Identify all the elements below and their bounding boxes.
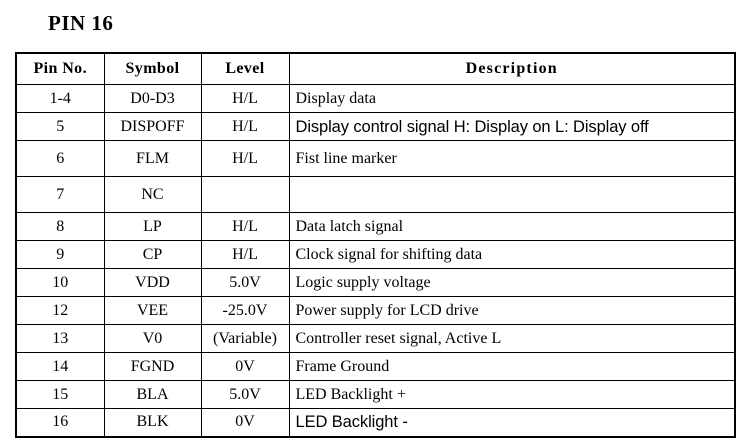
table-row: 8 LP H/L Data latch signal [15,212,736,241]
cell-description: Display control signal H: Display on L: … [288,112,736,141]
cell-symbol: NC [103,176,202,213]
table-row: 14 FGND 0V Frame Ground [15,352,736,381]
cell-description: LED Backlight + [288,380,736,409]
cell-pin-no: 5 [15,112,105,141]
pin-table-container: Pin No. Symbol Level Description 1-4 D0-… [15,52,736,438]
cell-level: H/L [200,112,290,141]
cell-pin-no: 1-4 [15,84,105,113]
cell-symbol: LP [103,212,202,241]
cell-level [200,176,290,213]
cell-symbol: BLK [103,408,202,437]
column-header-description: Description [288,52,736,85]
cell-description: Display data [288,84,736,113]
cell-pin-no: 15 [15,380,105,409]
cell-level: H/L [200,140,290,177]
cell-description: LED Backlight - [288,408,736,437]
cell-symbol: BLA [103,380,202,409]
cell-symbol: VDD [103,268,202,297]
cell-description [288,176,736,213]
table-row: 10 VDD 5.0V Logic supply voltage [15,268,736,297]
table-row: 9 CP H/L Clock signal for shifting data [15,240,736,269]
cell-level: (Variable) [200,324,290,353]
table-row: 7 NC [15,176,736,213]
cell-symbol: VEE [103,296,202,325]
cell-level: 5.0V [200,380,290,409]
cell-description: Power supply for LCD drive [288,296,736,325]
cell-pin-no: 9 [15,240,105,269]
cell-level: 0V [200,408,290,437]
column-header-symbol: Symbol [103,52,202,85]
cell-symbol: FGND [103,352,202,381]
table-header-row: Pin No. Symbol Level Description [15,52,736,85]
cell-pin-no: 12 [15,296,105,325]
cell-description: Fist line marker [288,140,736,177]
cell-pin-no: 7 [15,176,105,213]
cell-pin-no: 13 [15,324,105,353]
table-body: 1-4 D0-D3 H/L Display data 5 DISPOFF H/L… [15,84,736,437]
page-title: PIN 16 [48,11,114,35]
cell-symbol: DISPOFF [103,112,202,141]
cell-level: 0V [200,352,290,381]
cell-description: Clock signal for shifting data [288,240,736,269]
table-header: Pin No. Symbol Level Description [15,52,736,85]
table-row: 6 FLM H/L Fist line marker [15,140,736,177]
column-header-level: Level [200,52,290,85]
cell-pin-no: 6 [15,140,105,177]
cell-symbol: CP [103,240,202,269]
table-row: 16 BLK 0V LED Backlight - [15,408,736,437]
cell-symbol: V0 [103,324,202,353]
cell-description: Logic supply voltage [288,268,736,297]
cell-symbol: D0-D3 [103,84,202,113]
cell-description: Controller reset signal, Active L [288,324,736,353]
column-header-pin-no: Pin No. [15,52,105,85]
cell-pin-no: 10 [15,268,105,297]
table-row: 12 VEE -25.0V Power supply for LCD drive [15,296,736,325]
cell-level: H/L [200,84,290,113]
cell-level: H/L [200,240,290,269]
cell-symbol: FLM [103,140,202,177]
pin-assignment-table: Pin No. Symbol Level Description 1-4 D0-… [15,52,736,438]
cell-description: Frame Ground [288,352,736,381]
table-row: 13 V0 (Variable) Controller reset signal… [15,324,736,353]
cell-description: Data latch signal [288,212,736,241]
cell-pin-no: 16 [15,408,105,437]
cell-level: 5.0V [200,268,290,297]
cell-pin-no: 8 [15,212,105,241]
cell-pin-no: 14 [15,352,105,381]
cell-level: H/L [200,212,290,241]
table-row: 15 BLA 5.0V LED Backlight + [15,380,736,409]
table-row: 5 DISPOFF H/L Display control signal H: … [15,112,736,141]
cell-level: -25.0V [200,296,290,325]
table-row: 1-4 D0-D3 H/L Display data [15,84,736,113]
